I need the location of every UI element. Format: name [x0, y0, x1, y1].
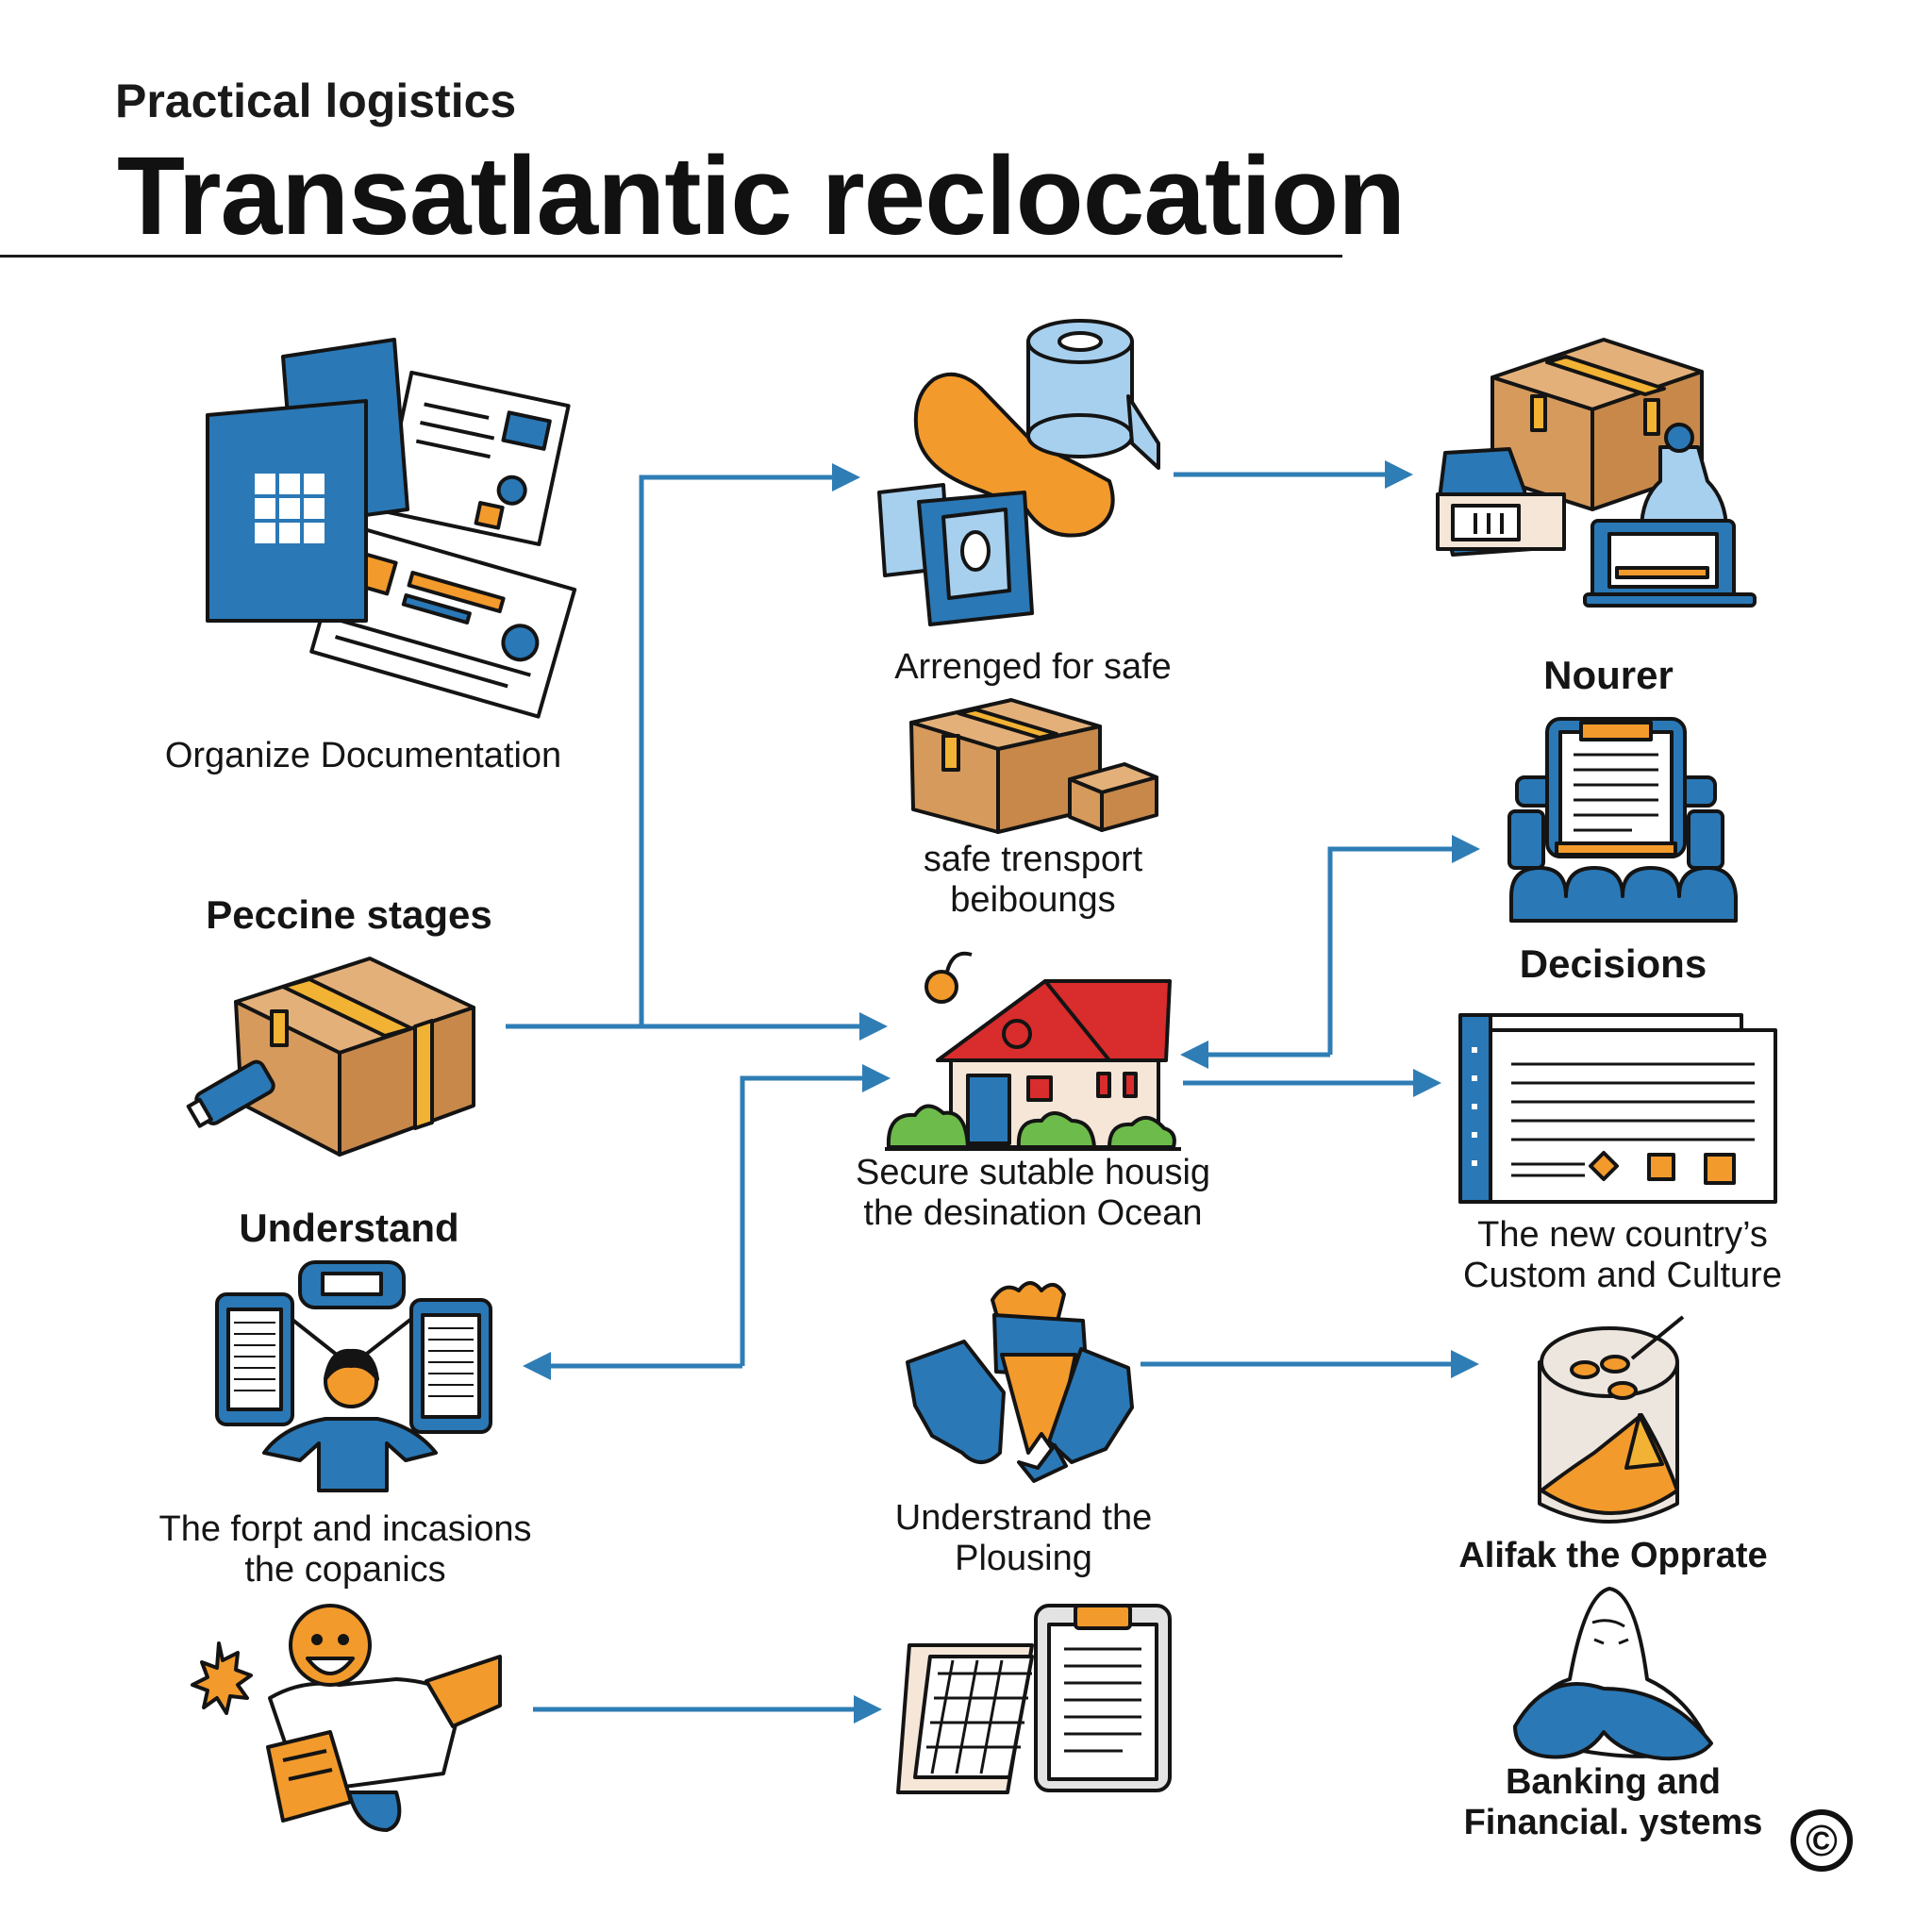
arrow-box-to-supplies	[506, 463, 860, 1029]
label-understand: Understand	[239, 1206, 459, 1250]
coin-jar-icon	[1538, 1315, 1685, 1524]
label-custom-line1: The new country’s	[1477, 1215, 1768, 1255]
label-arrenged: Arrenged for safe	[894, 647, 1172, 687]
connector-arrows	[506, 460, 1480, 1724]
arrow-to-house-lower	[740, 1064, 891, 1366]
house-icon	[885, 951, 1181, 1151]
label-banking-line2: Financial. ystems	[1463, 1803, 1763, 1842]
clipboard-calendar-icon	[896, 1604, 1172, 1794]
passport-documents-icon	[206, 338, 577, 719]
label-forpt-line1: The forpt and incasions	[158, 1509, 532, 1549]
label-secure-housing-line2: the desination Ocean	[863, 1193, 1203, 1233]
label-forpt-line2: the copanics	[244, 1550, 446, 1590]
label-understrand: Understrand the Plousing	[821, 1498, 1226, 1579]
shipping-items-icon	[1436, 338, 1757, 608]
arrow-house-to-decision	[1327, 835, 1480, 1055]
label-forpt: The forpt and incasions the copanics	[109, 1509, 581, 1591]
label-safe-transport-line1: safe trensport	[923, 840, 1143, 879]
handshake-map-icon	[906, 1281, 1134, 1483]
label-banking-line1: Banking and	[1505, 1762, 1722, 1802]
label-secure-housing-line1: Secure sutable housig	[855, 1153, 1211, 1192]
label-custom-culture: The new country’s Custom and Culture	[1415, 1215, 1830, 1296]
moving-box-icon	[186, 957, 475, 1157]
person-papers-icon	[191, 1604, 502, 1832]
document-panel-icon	[1458, 1013, 1777, 1204]
label-secure-housing: Secure sutable housig the desination Oce…	[811, 1153, 1255, 1234]
person-devices-icon	[215, 1260, 492, 1492]
title-divider	[0, 255, 1342, 258]
label-safe-transport: safe trensport beiboungs	[830, 840, 1236, 921]
kicker-text: Practical logistics	[115, 75, 517, 127]
label-understrand-line1: Understrand the	[894, 1498, 1153, 1538]
label-organize-documentation: Organize Documentation	[164, 736, 562, 775]
label-decisions: Decisions	[1519, 941, 1707, 986]
copyright-badge: ©	[1790, 1809, 1853, 1872]
label-peccine-stages: Peccine stages	[206, 892, 492, 937]
label-understrand-line2: Plousing	[955, 1539, 1092, 1578]
label-safe-transport-line2: beiboungs	[950, 880, 1116, 920]
label-banking: Banking and Financial. ystems	[1415, 1762, 1811, 1843]
small-boxes-icon	[909, 698, 1158, 834]
tablet-decision-icon	[1507, 717, 1738, 923]
label-custom-line2: Custom and Culture	[1463, 1256, 1782, 1295]
label-alifak: Alifak the Opprate	[1458, 1536, 1768, 1575]
bank-bust-icon	[1513, 1587, 1713, 1761]
packing-supplies-icon	[877, 319, 1160, 626]
label-nourer: Nourer	[1543, 653, 1674, 697]
page-title: Transatlantic reclocation	[117, 134, 1406, 258]
